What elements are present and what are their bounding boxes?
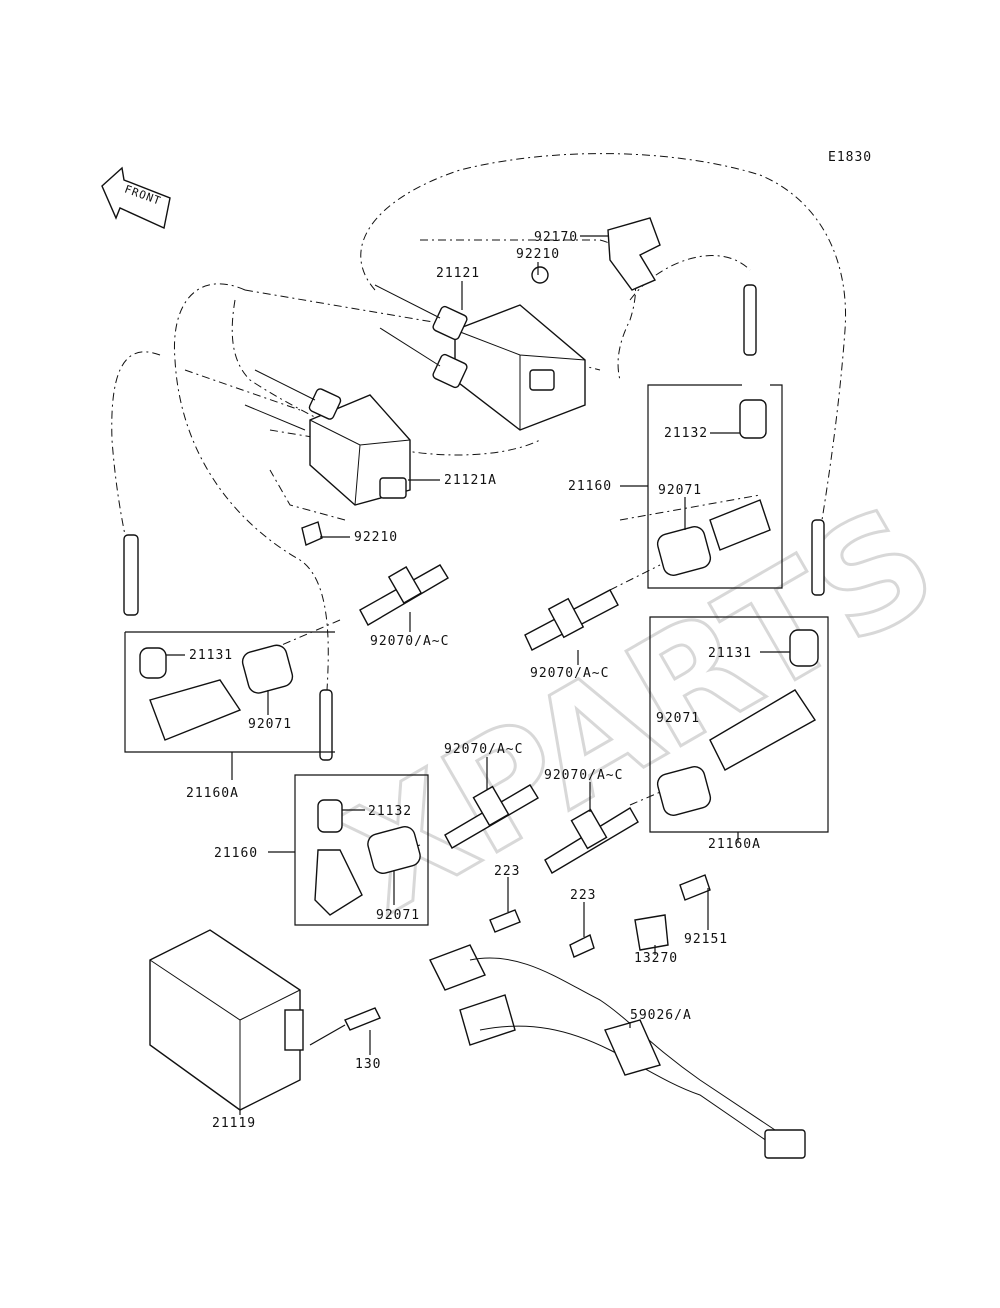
label-21121: 21121 (436, 266, 480, 281)
ignition-coil-21121A (244, 369, 411, 546)
label-21132-top: 21132 (664, 426, 708, 441)
assembly-bracket-21160A-right (649, 616, 829, 833)
igniter-unit-21119 (149, 929, 304, 1111)
wire-route-d (269, 619, 341, 651)
label-59026: 59026/A (630, 1008, 692, 1023)
label-21119: 21119 (212, 1116, 256, 1131)
label-21160A-right: 21160A (708, 837, 761, 852)
label-21160-bottom: 21160 (214, 846, 258, 861)
label-92070-center: 92070/A~C (444, 742, 523, 757)
label-92071-bottom: 92071 (376, 908, 420, 923)
plug-cap-21160-bottom (314, 799, 421, 916)
bolt-92151 (679, 874, 711, 901)
spark-plug-upper (359, 564, 449, 626)
wire-end-center (319, 689, 333, 761)
label-21131-right: 21131 (708, 646, 752, 661)
spark-plug-center (444, 784, 539, 849)
clip-92170 (607, 217, 661, 291)
wire-route-left (173, 283, 329, 691)
label-92070-right: 92070/A~C (544, 768, 623, 783)
wire-route-e (619, 494, 761, 521)
label-92170: 92170 (534, 230, 578, 245)
diagram-code: E1830 (828, 150, 872, 165)
wire-route-f (609, 564, 661, 591)
wiring-harness-59026 (429, 944, 806, 1159)
label-92151: 92151 (684, 932, 728, 947)
wire-end-left (123, 534, 139, 616)
label-130: 130 (355, 1057, 381, 1072)
label-21160-top: 21160 (568, 479, 612, 494)
wire-route-outer (360, 153, 847, 521)
wire-route-far-left (111, 351, 161, 536)
bolt-130 (344, 1007, 381, 1031)
ignition-coil-21121 (374, 266, 586, 431)
label-223-a: 223 (494, 864, 520, 879)
wire-end-right (811, 519, 825, 596)
label-21121A: 21121A (444, 473, 497, 488)
bolt-223-b (569, 934, 595, 958)
label-92210-low: 92210 (354, 530, 398, 545)
wire-route-a (184, 369, 301, 411)
label-223-b: 223 (570, 888, 596, 903)
watermark: XPARTS (316, 474, 963, 948)
plug-cap-21160-top (656, 399, 771, 576)
assembly-bracket-21160-bottom (294, 774, 429, 926)
label-92071-top: 92071 (658, 483, 702, 498)
label-92071-right: 92071 (656, 711, 700, 726)
label-21160A-left: 21160A (186, 786, 239, 801)
wire-end-top-right (743, 284, 757, 356)
label-92070-mid: 92070/A~C (530, 666, 609, 681)
wire-route-c (269, 469, 346, 521)
front-arrow-icon: FRONT (101, 166, 171, 230)
wire-route-b (269, 429, 331, 441)
clamp-13270 (634, 914, 669, 951)
bolt-223-a (489, 909, 521, 933)
assembly-bracket-21160A-left (124, 631, 335, 753)
label-92210-top: 92210 (516, 247, 560, 262)
plug-cap-21160A-left (139, 644, 294, 741)
label-13270: 13270 (634, 951, 678, 966)
assembly-bracket-21160-top (647, 384, 783, 589)
label-92071-left: 92071 (248, 717, 292, 732)
label-21132-bottom: 21132 (368, 804, 412, 819)
spark-plug-right (544, 807, 639, 874)
plug-cap-21160A-right (656, 629, 819, 816)
label-21131-left: 21131 (189, 648, 233, 663)
wire-route-right (629, 255, 751, 301)
spark-plug-mid (524, 589, 619, 651)
label-92070-left: 92070/A~C (370, 634, 449, 649)
